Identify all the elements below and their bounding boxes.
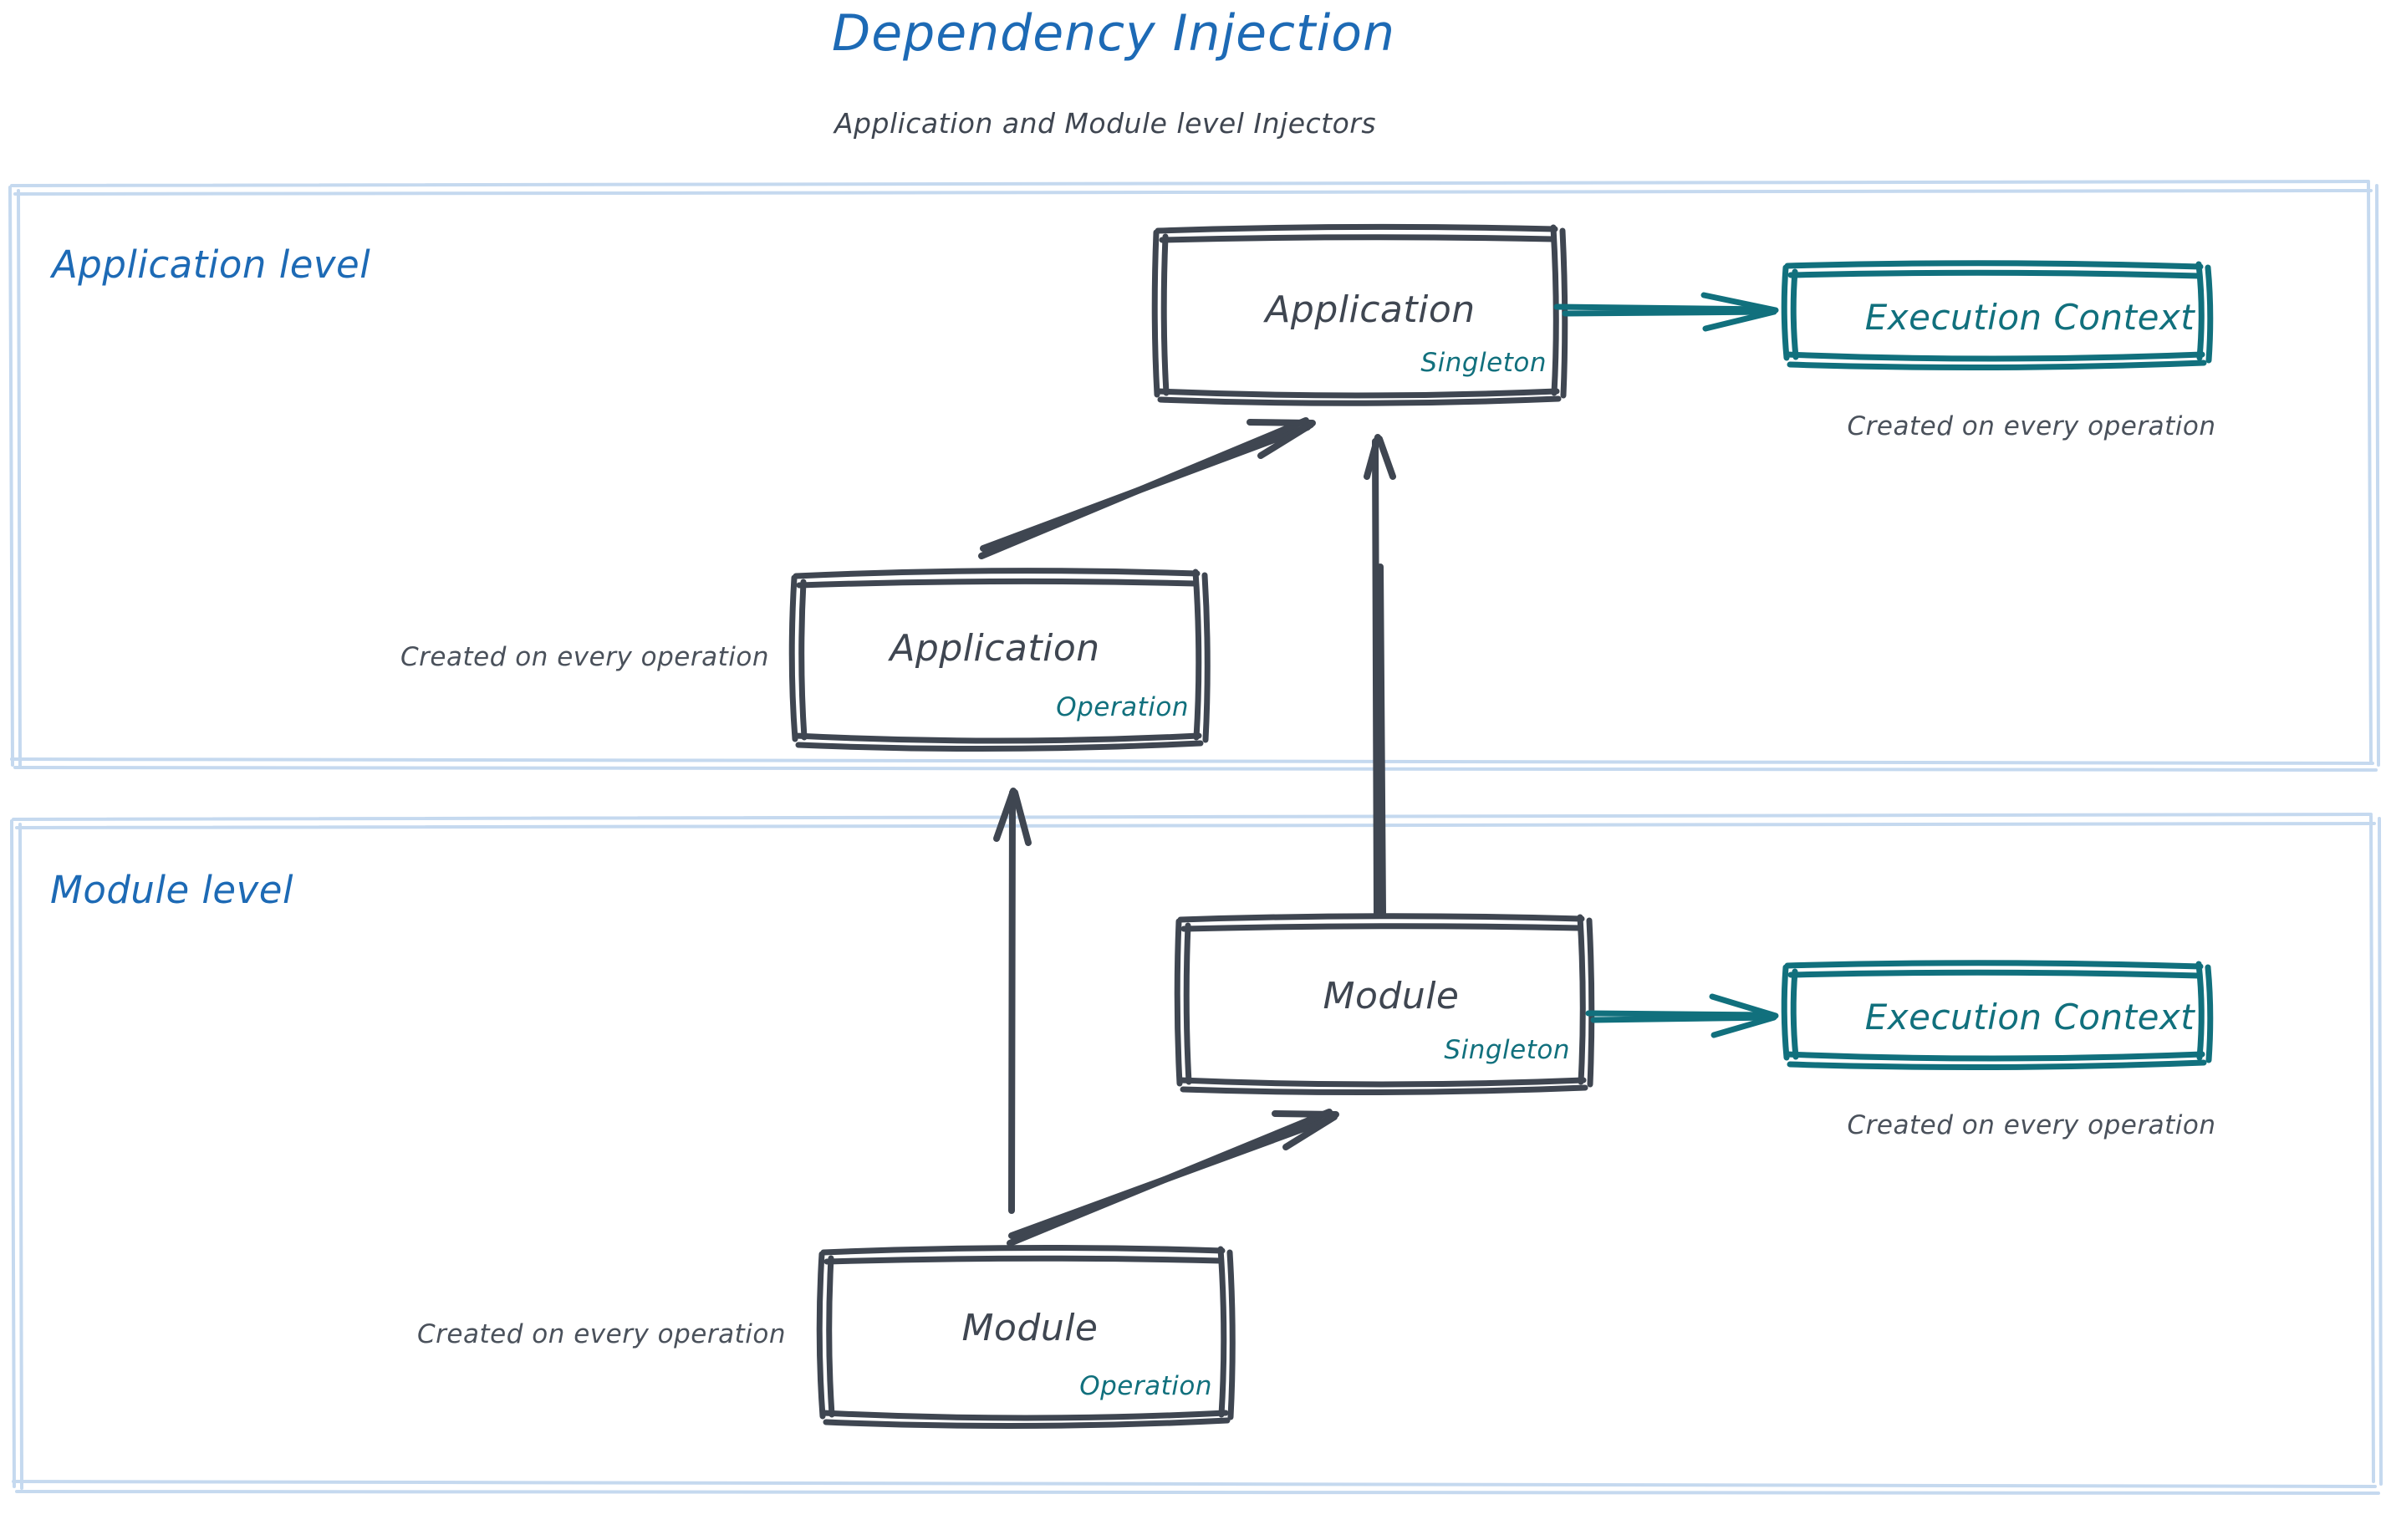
page-title: Dependency Injection: [832, 4, 1395, 63]
caption-application-operation: Created on every operation: [400, 642, 769, 672]
node-scope-module-operation: Operation: [1079, 1371, 1212, 1401]
edge-module-singleton-to-execution-context: [1585, 993, 1779, 1038]
caption-execution-context-module: Created on every operation: [1847, 1110, 2216, 1140]
container-label-application-level: Application level: [52, 242, 371, 287]
edge-app-singleton-to-execution-context: [1553, 292, 1779, 332]
edge-module-singleton-to-app-singleton: [1364, 434, 1396, 918]
node-scope-application-singleton: Singleton: [1420, 348, 1547, 378]
node-title-execution-context-module: Execution Context: [1864, 997, 2195, 1038]
edge-module-operation-to-module-singleton: [1007, 1109, 1339, 1247]
node-scope-module-singleton: Singleton: [1444, 1035, 1570, 1065]
node-title-execution-context-app: Execution Context: [1864, 297, 2195, 338]
edge-module-level-to-application-level: [993, 788, 1032, 1214]
node-title-application-operation: Application: [890, 627, 1100, 670]
caption-module-operation: Created on every operation: [417, 1319, 786, 1349]
edge-app-operation-to-app-singleton: [978, 417, 1316, 559]
node-title-application-singleton: Application: [1265, 288, 1476, 331]
node-title-module-operation: Module: [961, 1307, 1099, 1349]
page-subtitle: Application and Module level Injectors: [834, 107, 1377, 140]
node-title-module-singleton: Module: [1323, 975, 1460, 1017]
container-label-module-level: Module level: [50, 868, 293, 912]
caption-execution-context-app: Created on every operation: [1847, 411, 2216, 441]
node-scope-application-operation: Operation: [1056, 692, 1189, 722]
